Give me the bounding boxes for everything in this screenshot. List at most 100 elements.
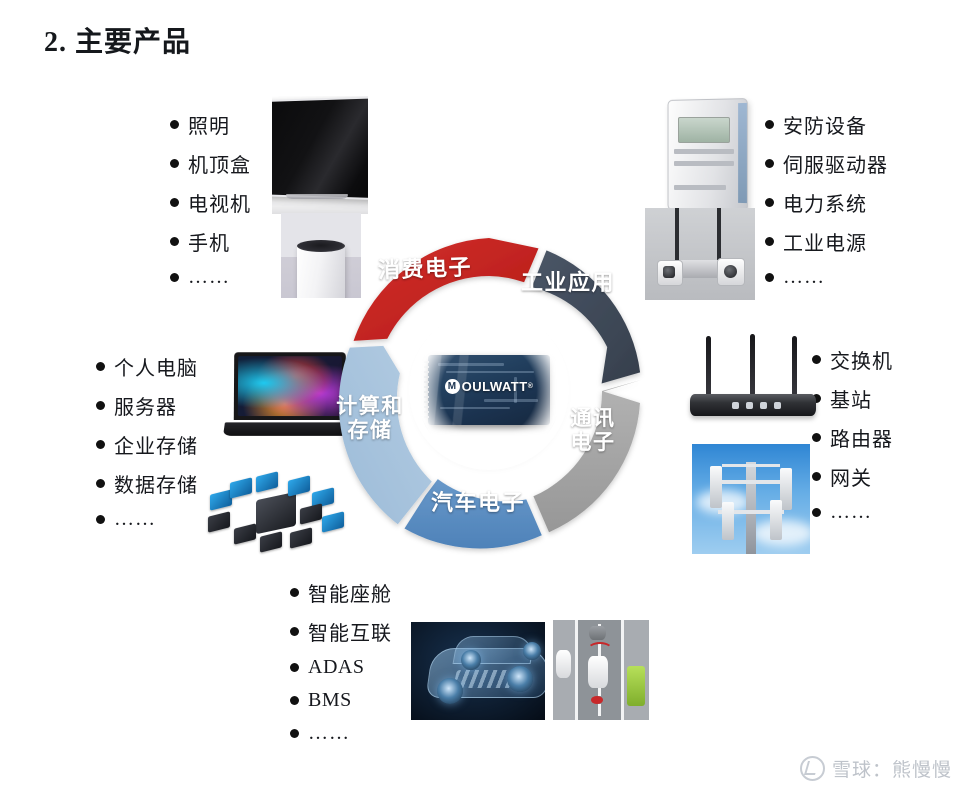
list-item-label: …… [308, 722, 350, 744]
bullet-icon [290, 663, 299, 672]
bullet-icon [96, 362, 105, 371]
donut-svg [338, 238, 641, 549]
list-item: ADAS [290, 656, 392, 679]
xueqiu-logo-icon [799, 756, 825, 781]
electricity-meter-photo [652, 93, 760, 213]
list-item: …… [290, 722, 392, 745]
tower-panel-shape [770, 500, 782, 540]
bullet-icon [812, 508, 821, 517]
meter-strip-shape [674, 161, 734, 166]
camera-lens-icon [663, 266, 675, 278]
smart-speaker-photo [281, 213, 361, 298]
bullet-icon [170, 237, 179, 246]
donut-segment-automotive[interactable] [404, 479, 542, 549]
list-item-label: …… [783, 266, 825, 288]
list-item-label: 手机 [188, 233, 230, 255]
meter-strip-shape [674, 185, 726, 190]
meter-strip-shape [674, 149, 734, 154]
watermark: 雪球：熊慢慢 [799, 755, 952, 782]
meter-body-shape [667, 98, 748, 212]
list-item: …… [96, 508, 198, 531]
router-antenna-shape [792, 336, 797, 396]
meter-side-shape [738, 102, 747, 204]
bullet-icon [96, 440, 105, 449]
list-item: 智能互联 [290, 617, 392, 646]
list-item-label: 工业电源 [783, 233, 867, 255]
bullet-icon [290, 729, 299, 738]
storage-core-shape [256, 491, 296, 535]
router-led-icon [774, 402, 781, 409]
router-led-icon [732, 402, 739, 409]
list-automotive: 智能座舱 智能互联 ADAS BMS …… [290, 578, 392, 755]
list-item: 网关 [812, 462, 893, 491]
car-wheel-shape [461, 650, 481, 670]
list-item-label: 智能座舱 [308, 584, 392, 606]
list-item: 服务器 [96, 391, 198, 420]
wifi-router-photo [684, 332, 824, 424]
meter-display-shape [678, 117, 730, 143]
list-item: 照明 [170, 110, 251, 139]
bullet-icon [170, 198, 179, 207]
bullet-icon [765, 273, 774, 282]
adas-radar-dot-icon [591, 696, 603, 704]
donut-segment-industrial[interactable] [531, 250, 641, 384]
speaker-body-shape [297, 243, 345, 298]
list-item: 企业存储 [96, 430, 198, 459]
donut-segment-consumer[interactable] [353, 238, 539, 341]
tower-panel-shape [780, 468, 792, 510]
camera-lens-icon [724, 265, 737, 278]
list-item: 基站 [812, 384, 893, 413]
list-item-label: 服务器 [114, 397, 177, 419]
automotive-xray-photo [411, 622, 545, 720]
donut-segment-communication[interactable] [533, 380, 641, 533]
storage-node-shape [256, 471, 278, 493]
list-item: BMS [290, 689, 392, 712]
list-item-label: 基站 [830, 390, 872, 412]
bullet-icon [765, 159, 774, 168]
page-title-number: 2. [44, 27, 67, 58]
list-item-label: 机顶盒 [188, 155, 251, 177]
bullet-icon [290, 627, 299, 636]
list-item-label: 电力系统 [783, 194, 867, 216]
router-body-shape [690, 394, 816, 416]
cell-tower-photo [692, 444, 810, 554]
list-item-label: …… [830, 501, 872, 523]
list-item: …… [170, 266, 251, 289]
speaker-top-shape [297, 240, 345, 252]
storage-node-shape [234, 523, 256, 545]
list-item: 工业电源 [765, 227, 888, 256]
list-item: 伺服驱动器 [765, 149, 888, 178]
donut-segment-computing[interactable] [338, 345, 432, 525]
router-led-icon [746, 402, 753, 409]
bullet-icon [290, 696, 299, 705]
list-item-label: ADAS [308, 656, 365, 678]
list-consumer: 照明 机顶盒 电视机 手机 …… [170, 110, 251, 299]
watermark-text: 雪球：熊慢慢 [831, 760, 952, 781]
list-item-label: 交换机 [830, 351, 893, 373]
list-item: 机顶盒 [170, 149, 251, 178]
adas-truck [627, 666, 645, 706]
list-item: 电力系统 [765, 188, 888, 217]
list-item: 数据存储 [96, 469, 198, 498]
trademark-symbol: ® [527, 383, 534, 390]
list-industrial: 安防设备 伺服驱动器 电力系统 工业电源 …… [765, 110, 888, 299]
list-item: 电视机 [170, 188, 251, 217]
storage-node-shape [210, 489, 232, 511]
list-item-label: 电视机 [188, 194, 251, 216]
bullet-icon [812, 355, 821, 364]
list-item: …… [765, 266, 888, 289]
list-item-label: 伺服驱动器 [783, 155, 888, 177]
chip-trace-shape [484, 399, 538, 402]
page-title: 2. 主要产品 [44, 20, 191, 60]
chip-trace-shape [446, 371, 534, 373]
list-item: …… [812, 501, 893, 524]
list-item: 手机 [170, 227, 251, 256]
bullet-icon [170, 120, 179, 129]
adas-lane-line [575, 620, 578, 720]
adas-lead-vehicle [589, 626, 606, 640]
bullet-icon [170, 273, 179, 282]
